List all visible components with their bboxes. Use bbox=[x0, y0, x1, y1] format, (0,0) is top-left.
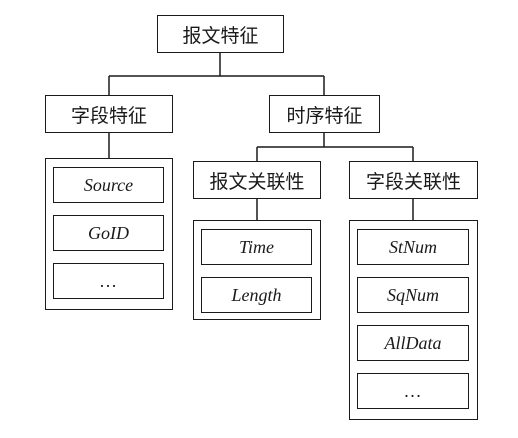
item-time: Time bbox=[201, 229, 312, 265]
item-length: Length bbox=[201, 277, 312, 313]
item-alldata-label: AllData bbox=[384, 332, 442, 353]
item-goid: GoID bbox=[53, 215, 164, 251]
item-sqnum: SqNum bbox=[357, 277, 469, 313]
message-correlation-group: Time Length bbox=[193, 220, 321, 320]
root-node: 报文特征 bbox=[157, 15, 284, 53]
field-features-node: 字段特征 bbox=[45, 95, 173, 133]
message-correlation-node: 报文关联性 bbox=[193, 161, 321, 199]
field-correlation-group: StNum SqNum AllData … bbox=[349, 220, 478, 420]
message-correlation-label: 报文关联性 bbox=[209, 170, 305, 193]
item-stnum: StNum bbox=[357, 229, 469, 265]
field-features-group: Source GoID … bbox=[45, 158, 173, 310]
item-ellipsis: … bbox=[357, 373, 469, 409]
item-source: Source bbox=[53, 167, 164, 203]
item-ellipsis-label: … bbox=[403, 380, 423, 401]
timing-features-node: 时序特征 bbox=[269, 95, 380, 133]
item-ellipsis: … bbox=[53, 263, 164, 299]
item-stnum-label: StNum bbox=[388, 236, 437, 257]
item-sqnum-label: SqNum bbox=[386, 284, 439, 305]
item-goid-label: GoID bbox=[88, 222, 129, 243]
field-features-label: 字段特征 bbox=[70, 104, 147, 127]
field-correlation-node: 字段关联性 bbox=[349, 161, 478, 199]
field-correlation-label: 字段关联性 bbox=[365, 170, 461, 193]
item-alldata: AllData bbox=[357, 325, 469, 361]
item-ellipsis-label: … bbox=[99, 270, 118, 291]
root-label: 报文特征 bbox=[182, 24, 259, 47]
item-time-label: Time bbox=[238, 236, 274, 257]
timing-features-label: 时序特征 bbox=[286, 104, 363, 127]
item-source-label: Source bbox=[83, 174, 134, 195]
item-length-label: Length bbox=[231, 284, 282, 305]
